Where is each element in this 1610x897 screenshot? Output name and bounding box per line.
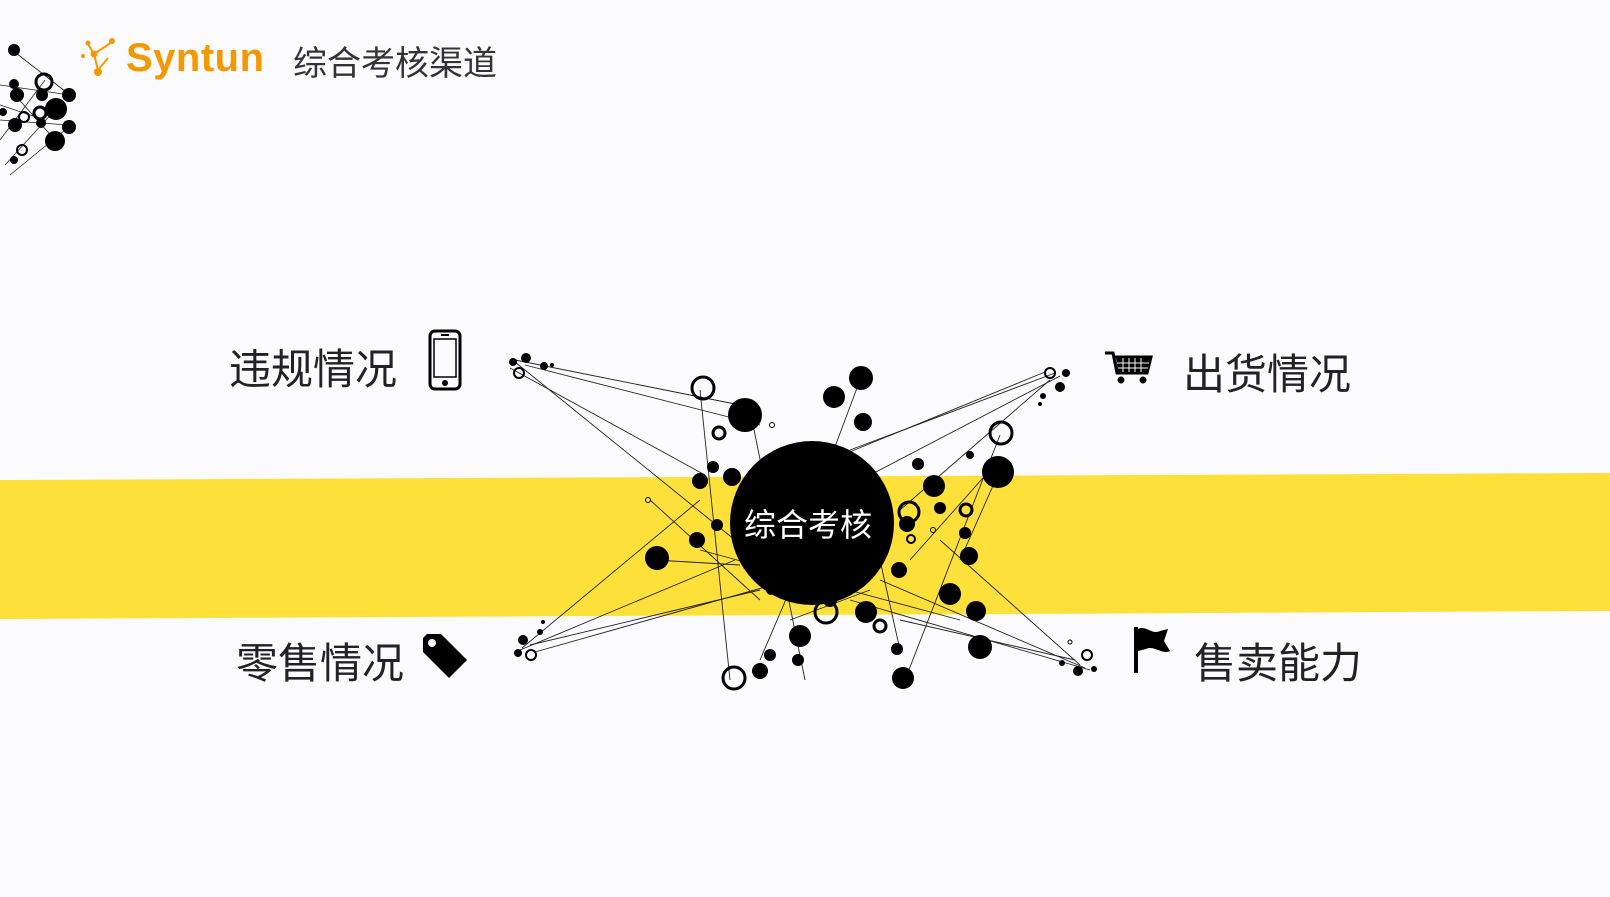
center-circle <box>730 441 894 605</box>
label-retail: 零售情况 <box>236 639 405 688</box>
syntun-logo-icon <box>81 38 115 76</box>
node-cluster-bottom-right <box>1059 639 1097 676</box>
connection-rings <box>645 375 1014 691</box>
center-label: 综合考核 <box>743 506 872 544</box>
node-cluster-top-left <box>509 353 554 379</box>
connection-dots <box>645 366 1014 689</box>
corner-decoration <box>0 44 76 176</box>
smartphone-icon <box>428 329 462 391</box>
label-violation: 违规情况 <box>229 345 398 394</box>
flag-icon <box>1134 627 1170 673</box>
node-cluster-bottom-left <box>514 620 545 661</box>
label-shipment: 出货情况 <box>1183 350 1352 399</box>
shopping-cart-icon <box>1105 351 1153 384</box>
brand-logo: Syntun <box>80 28 265 88</box>
node-cluster-top-right <box>1038 367 1070 406</box>
price-tag-icon <box>423 634 467 678</box>
page-title: 综合考核渠道 <box>293 44 497 84</box>
brand-name: Syntun <box>126 35 265 80</box>
label-selling: 售卖能力 <box>1194 639 1363 688</box>
connection-lines <box>509 359 1091 681</box>
